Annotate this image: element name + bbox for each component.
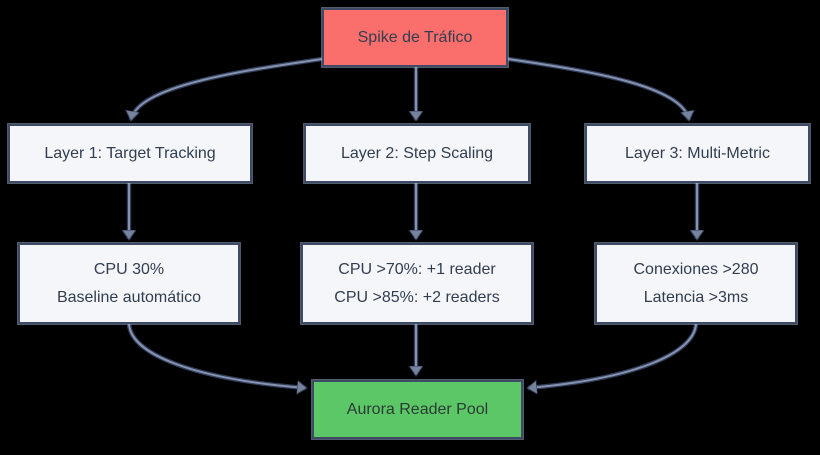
node-label-line2: Baseline automático	[56, 288, 202, 306]
edge-detail1-to-aurora	[126, 323, 306, 388]
node-cpu-step-thresholds: CPU >70%: +1 reader CPU >85%: +2 readers	[301, 243, 533, 324]
node-cpu-baseline: CPU 30% Baseline automático	[18, 243, 240, 324]
edge-spike-to-layer1	[131, 56, 323, 120]
node-label: Layer 1: Target Tracking	[44, 144, 216, 162]
node-aurora-reader-pool: Aurora Reader Pool	[312, 380, 523, 439]
node-label-line1: CPU >70%: +1 reader	[338, 260, 496, 278]
node-layer1-target-tracking: Layer 1: Target Tracking	[8, 124, 252, 183]
node-label: Layer 2: Step Scaling	[340, 144, 494, 162]
node-layer2-step-scaling: Layer 2: Step Scaling	[304, 124, 530, 183]
node-label-line1: Conexiones >280	[633, 260, 759, 278]
node-connections-latency: Conexiones >280 Latencia >3ms	[595, 243, 797, 324]
node-label: Aurora Reader Pool	[346, 400, 489, 418]
edge-spike-to-layer3	[507, 56, 689, 120]
node-label-line2: CPU >85%: +2 readers	[334, 288, 500, 306]
node-spike-de-trafico: Spike de Tráfico	[322, 8, 508, 67]
edge-detail3-to-aurora	[528, 323, 699, 388]
node-layer3-multi-metric: Layer 3: Multi-Metric	[585, 124, 810, 183]
node-label-line1: CPU 30%	[93, 260, 165, 278]
node-label: Spike de Tráfico	[357, 28, 473, 46]
node-label: Layer 3: Multi-Metric	[625, 144, 770, 162]
node-label-line2: Latencia >3ms	[643, 288, 749, 306]
